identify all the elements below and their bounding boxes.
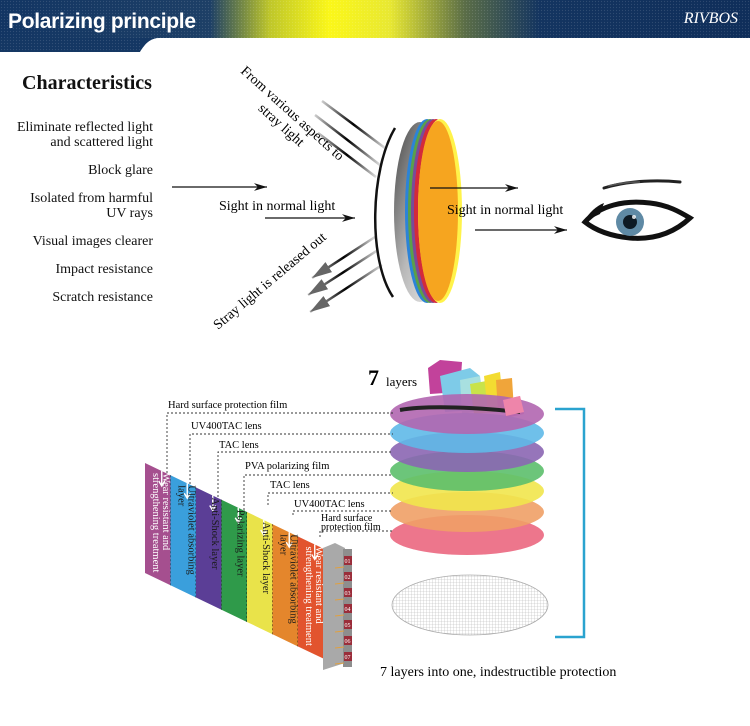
edge-numbers: 01 02 03 04 05 06 07 xyxy=(334,556,352,665)
callout-lines xyxy=(166,412,393,537)
stray-out-label: Stray light is released out xyxy=(211,230,330,333)
characteristic-item: Impact resistance xyxy=(55,262,153,277)
edge-number: 01 xyxy=(345,559,351,565)
characteristic-item: Block glare xyxy=(88,163,153,178)
layer-strip xyxy=(247,511,273,635)
down-arrow-icon xyxy=(285,532,293,549)
strip-label: Wear resistant andstrengthening treatmen… xyxy=(303,546,324,646)
characteristic-item: Isolated from harmful UV rays xyxy=(30,191,153,221)
edge-tick xyxy=(334,598,345,601)
edge-tick xyxy=(334,614,345,617)
header-banner: Polarizing principle RIVBOS xyxy=(0,0,750,52)
layers-count-suffix: layers xyxy=(386,374,417,389)
strip-label: Ultraviolet absorbinglayer xyxy=(277,534,298,624)
edge-number: 03 xyxy=(345,591,351,597)
layers-caption: 7 layers into one, indestructible protec… xyxy=(380,665,616,680)
strip-label: Anti-Shock layer xyxy=(260,522,271,595)
stray-light-rays-in xyxy=(314,99,386,178)
characteristic-item: Eliminate reflected light and scattered … xyxy=(16,120,153,150)
eye-icon xyxy=(581,179,695,241)
down-arrow-icon xyxy=(311,544,319,561)
edge-marker xyxy=(344,636,352,645)
characteristics-list: Eliminate reflected light and scattered … xyxy=(17,120,153,318)
stray-in-label: From various aspects to stray light xyxy=(227,64,349,179)
banner-background xyxy=(0,0,750,52)
callout-uv400tac-lens: UV400TAC lens xyxy=(191,421,262,432)
edge-tick xyxy=(334,582,345,585)
edge-marker xyxy=(344,620,352,629)
edge-tick xyxy=(334,566,345,569)
callout-tac-lens-2: TAC lens xyxy=(270,480,310,491)
callout-tac-lens: TAC lens xyxy=(219,440,259,451)
edge-marker xyxy=(344,604,352,613)
callout-hard-surface-film-2: Hard surface protection film xyxy=(321,513,381,533)
strip-label: Ultraviolet absorbinglayer xyxy=(175,485,196,575)
callout-uv400tac-lens-2: UV400TAC lens xyxy=(294,499,365,510)
edge-tick xyxy=(334,646,345,649)
edge-number: 04 xyxy=(345,607,351,613)
polarized-lens xyxy=(374,119,462,303)
edge-number: 05 xyxy=(345,623,351,629)
bracket xyxy=(555,407,586,639)
edge-marker xyxy=(344,556,352,565)
mesh-disc xyxy=(391,574,549,636)
callout-hard-surface-film: Hard surface protection film xyxy=(168,400,287,411)
characteristic-item: Scratch resistance xyxy=(52,290,153,305)
page-title: Polarizing principle xyxy=(8,10,196,33)
stray-light-rays-out xyxy=(307,235,383,314)
crystal-front xyxy=(503,396,524,416)
sight-left-label: Sight in normal light xyxy=(219,199,335,214)
edge-marker xyxy=(344,572,352,581)
edge-number: 02 xyxy=(345,575,351,581)
characteristics-title: Characteristics xyxy=(22,72,152,94)
strip-label: Wear resistant andstrengthening treatmen… xyxy=(150,473,171,573)
strip-label: Anti-Shock layer xyxy=(209,497,220,570)
layer-strip xyxy=(145,463,171,586)
edge-tick xyxy=(334,630,345,633)
sight-right-label: Sight in normal light xyxy=(447,203,563,218)
layer-discs xyxy=(390,394,544,555)
down-arrow-icon xyxy=(209,495,217,512)
layer-strip xyxy=(272,524,298,647)
layer-strips: Wear resistant andstrengthening treatmen… xyxy=(145,463,324,659)
characteristic-item: Visual images clearer xyxy=(32,234,153,249)
down-arrow-icon xyxy=(183,483,191,500)
layer-strip xyxy=(196,487,222,610)
edge-marker xyxy=(344,652,352,661)
brand-logo: RIVBOS xyxy=(683,10,738,27)
down-arrow-icon xyxy=(234,507,242,525)
layers-count: 7 xyxy=(368,365,379,390)
edge-marker xyxy=(344,588,352,597)
edge-number: 07 xyxy=(345,655,351,661)
callout-pva-polarizing-film: PVA polarizing film xyxy=(245,461,329,472)
edge-number: 06 xyxy=(345,639,351,645)
down-arrow-icon xyxy=(158,471,166,488)
down-arrow-icon xyxy=(260,519,268,537)
layer-strip xyxy=(298,536,324,659)
edge-tick xyxy=(334,662,345,665)
layer-strip xyxy=(221,499,247,622)
layer-strip xyxy=(170,475,196,598)
strip-label: Polarizing layer xyxy=(234,510,245,577)
